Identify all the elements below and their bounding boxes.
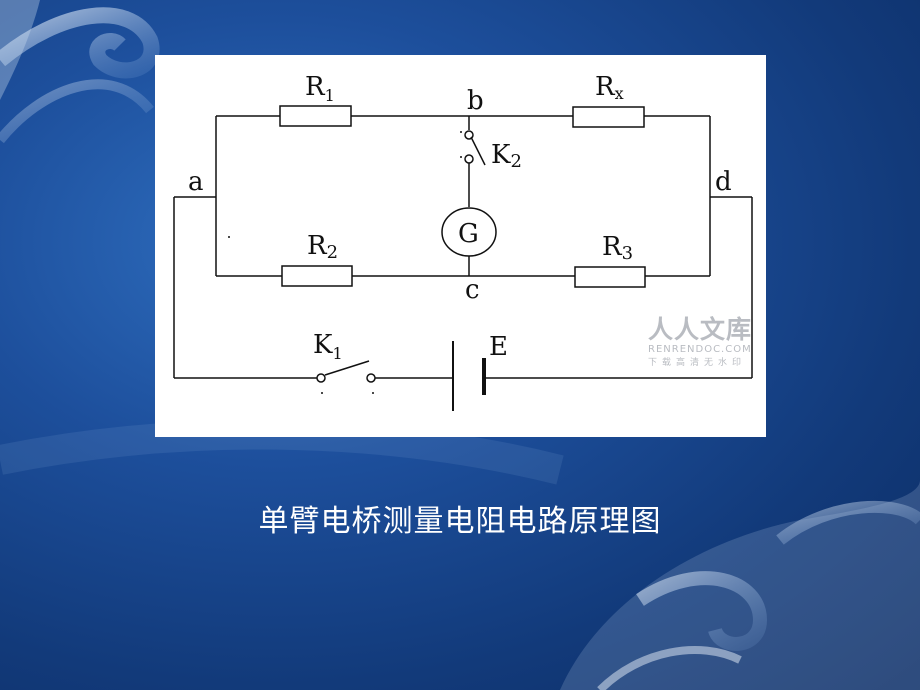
- k1-lever: [324, 360, 370, 376]
- watermark-title: 人人文库: [648, 316, 753, 344]
- diagram-caption: 单臂电桥测量电阻电路原理图: [258, 504, 662, 539]
- node-label-d: d: [715, 167, 732, 197]
- resistor-r1: [279, 105, 352, 127]
- dot-k2: [460, 131, 462, 133]
- k1-contact-left: [316, 373, 326, 383]
- k2-contact-bottom: [464, 154, 474, 164]
- resistor-rx: [572, 106, 645, 128]
- watermark: 人人文库 RENRENDOC.COM 下载高清无水印: [648, 316, 770, 378]
- k1-contact-right: [366, 373, 376, 383]
- node-label-c: c: [465, 275, 480, 305]
- label-r1: R1: [305, 72, 335, 105]
- bridge-circuit-diagram: R1 Rx b K2 a d G R2 R3 c K1 E: [173, 72, 753, 411]
- k2-contact-top: [464, 130, 474, 140]
- dot-k2: [460, 156, 462, 158]
- diagram-panel: R1 Rx b K2 a d G R2 R3 c K1 E: [155, 55, 766, 437]
- dot-left: [228, 236, 230, 238]
- dot-k1: [372, 392, 374, 394]
- resistor-r3: [574, 266, 646, 288]
- resistor-r2: [281, 265, 353, 287]
- k2-lever: [470, 136, 486, 166]
- label-k2: K2: [491, 140, 522, 172]
- label-r2: R2: [307, 231, 338, 263]
- label-k1: K1: [313, 330, 343, 363]
- watermark-slogan: 下载高清无水印: [648, 358, 747, 368]
- label-e: E: [489, 332, 508, 362]
- node-label-b: b: [467, 86, 484, 116]
- label-rx: Rx: [595, 72, 624, 103]
- watermark-domain: RENRENDOC.COM: [648, 344, 752, 355]
- galvanometer-label: G: [458, 219, 479, 249]
- label-r3: R3: [602, 232, 633, 264]
- dot-k1: [321, 392, 323, 394]
- node-label-a: a: [188, 167, 204, 197]
